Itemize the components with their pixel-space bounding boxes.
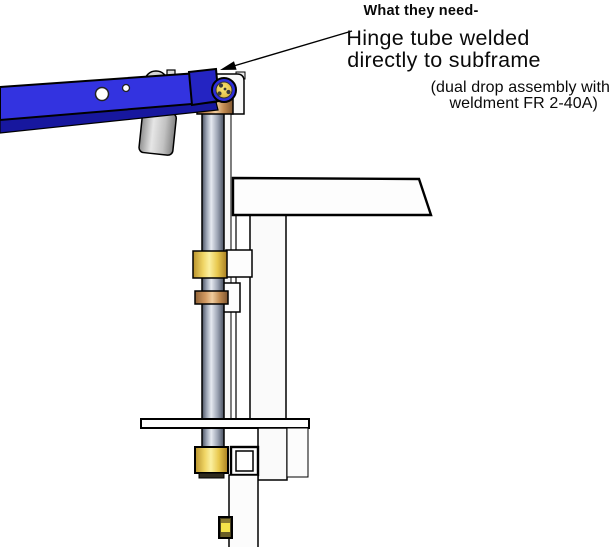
- rail-hole-large: [94, 86, 110, 102]
- annotation-line2: directly to subframe: [347, 48, 541, 72]
- annotation-note2: weldment FR 2-40A): [448, 95, 598, 112]
- set-screw-bottom: [221, 532, 230, 537]
- set-screw-top: [221, 519, 230, 523]
- bottom-assembly: [194, 427, 309, 547]
- lower-clamp-bore: [235, 450, 254, 472]
- support-column: [249, 214, 287, 420]
- annotation-heading: What they need-: [364, 3, 479, 19]
- lower-column: [228, 474, 259, 547]
- subframe-structure: [231, 176, 433, 420]
- column-side-face: [286, 427, 309, 478]
- upper-clamp-bracket: [225, 249, 253, 278]
- hinge-screw: [218, 83, 224, 88]
- lower-yellow-bushing: [194, 446, 229, 474]
- rail-hole-small: [121, 83, 131, 93]
- annotation-line1: Hinge tube welded: [346, 26, 529, 50]
- mid-bronze-bushing: [194, 290, 229, 305]
- hinge-center-pin: [223, 87, 227, 91]
- mounting-plate: [140, 418, 310, 429]
- leader-line: [231, 30, 353, 68]
- annotation-block: What they need- Hinge tube welded direct…: [346, 3, 610, 112]
- leader: [220, 30, 353, 70]
- lower-bushing-rim: [198, 472, 225, 479]
- hinge-disc: [215, 81, 233, 99]
- hinge-screw: [226, 89, 231, 95]
- annotation-note1: (dual drop assembly with: [431, 79, 610, 96]
- mid-yellow-bushing: [192, 250, 228, 279]
- leader-arrowhead: [220, 61, 237, 70]
- set-screw-center: [221, 523, 230, 532]
- column-lower-section: [257, 427, 288, 481]
- set-screw: [218, 516, 233, 539]
- hinge-screw: [217, 91, 222, 96]
- table-top: [231, 176, 433, 217]
- drop-tube: [201, 112, 225, 448]
- hinge-pivot: [211, 77, 237, 103]
- subframe-rail: [0, 67, 221, 134]
- hinge-screws: [217, 83, 231, 96]
